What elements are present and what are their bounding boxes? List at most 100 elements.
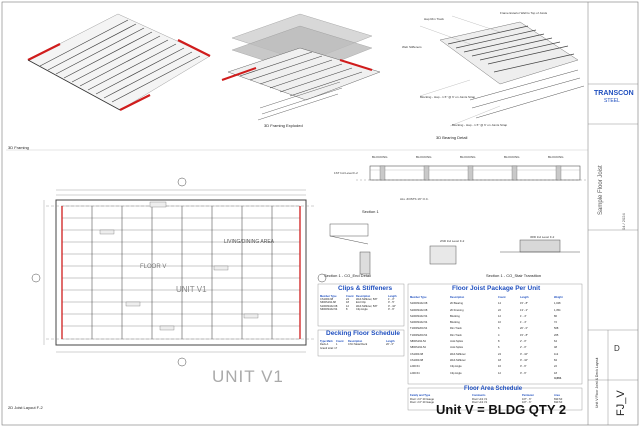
table-cell: Clip Angle xyxy=(450,365,462,369)
table-cell: CS1000-68 xyxy=(410,352,424,356)
view-caption-bearing: 3D Bearing Detail xyxy=(436,135,468,140)
section-level-b: 2ND Ind Level F-2 xyxy=(440,239,465,243)
table-cell: CS1000-68 xyxy=(410,358,424,362)
revision-mark: D xyxy=(614,344,620,353)
table-cell: 265 xyxy=(554,333,559,337)
table-cell: 690 SF xyxy=(554,401,563,405)
section-blocking-tag: BLOCKING xyxy=(416,155,432,159)
framing-3d-view xyxy=(27,13,211,111)
table-cell: 22 xyxy=(554,365,557,369)
table-cell: 2D Bearing xyxy=(450,302,463,306)
table-cell: 6 xyxy=(498,327,500,331)
title-block-frame xyxy=(588,83,638,425)
table-cell: S800S162-54 xyxy=(410,346,426,350)
table-cell: 2D Framing xyxy=(450,308,464,312)
table-cell: Joist Splice xyxy=(450,346,464,350)
table-cell: Floor Unit V1 xyxy=(472,397,488,401)
table-cell: T1000S200-54 xyxy=(410,333,428,337)
table-cell: 1' - 4" xyxy=(520,321,527,325)
table-cell: 1,354 xyxy=(554,308,561,312)
table-cell: 12 xyxy=(498,371,501,375)
column-header: Description xyxy=(450,296,465,299)
table-cell: Floor: 2.0" 20 Gauge xyxy=(410,401,434,405)
table-cell: S6000S162-54 xyxy=(320,307,338,311)
floor-plan xyxy=(31,177,327,367)
bearing-detail-view xyxy=(419,15,585,127)
table-cell: Floor Unit V1 xyxy=(472,401,488,405)
column-header: Member Type xyxy=(320,295,337,298)
table-cell: 6 xyxy=(498,346,500,350)
table-cell: 1' - 0" xyxy=(388,298,395,302)
view-caption-exploded: 3D Framing Exploded xyxy=(264,123,303,128)
table-cell: 10 xyxy=(498,321,501,325)
joist-table: Member Type Description Count Length Wei… xyxy=(410,295,580,377)
table-cell: 18 xyxy=(346,301,349,305)
building-quantity-note: Unit V = BLDG QTY 2 xyxy=(436,402,567,417)
callout-web-stiffeners: Web Stiffeners xyxy=(402,45,422,49)
table-cell: 20' - 0" xyxy=(386,343,395,347)
table-cell: 0.6C Metal Deck xyxy=(348,343,368,347)
table-cell: Web Stiffener, 5/8" xyxy=(356,304,378,308)
column-header: Count xyxy=(336,340,344,343)
column-header: Description xyxy=(356,295,371,298)
table-cell: S800S162-54 xyxy=(410,340,426,344)
table-cell: CS1000-68 xyxy=(320,298,334,302)
project-date: 04 / 2024 xyxy=(621,213,626,230)
clips-table-header: Member Type Count Description Length xyxy=(320,295,402,298)
table-cell: T1000S200-54 xyxy=(410,327,428,331)
table-cell: 22 xyxy=(498,308,501,312)
view-caption-section-b: Section 1 - CO_End Detail xyxy=(324,273,371,278)
table-cell: 1' - 4" xyxy=(520,314,527,318)
table-cell: 14 xyxy=(498,302,501,306)
section-blocking-tag: BLOCKING xyxy=(504,155,520,159)
table-cell: L200-54 xyxy=(410,371,420,375)
room-label-living: LIVING/DINING AREA xyxy=(224,239,275,245)
table-cell: S1000S162-54 xyxy=(410,321,428,325)
table-cell: Web Stiffener xyxy=(450,352,466,356)
table-cell: S1000S162-54 xyxy=(410,314,428,318)
room-label-unit: UNIT V1 xyxy=(176,285,207,294)
callout-blocking-a: Blocking - Hap - 1.5" @ 6' on Joints Str… xyxy=(420,95,476,99)
area-table-title: Floor Area Schedule xyxy=(464,386,523,392)
schedule-frames xyxy=(317,283,583,411)
section-blocking-tag: BLOCKING xyxy=(372,155,388,159)
column-header: Length xyxy=(386,340,395,343)
table-cell: 0' - 5" xyxy=(388,301,395,305)
table-cell: Web Stiffener, 5/8" xyxy=(356,298,378,302)
section-view xyxy=(356,165,588,181)
section-blocking-tag: BLOCKING xyxy=(460,155,476,159)
table-cell: 24 xyxy=(498,352,501,356)
section-joist-note: ALL JOISTS 16" O.C. xyxy=(400,197,429,201)
view-caption-section-c: Section 1 - CO_Stair Transition xyxy=(486,273,542,278)
table-cell: Blocking xyxy=(450,314,460,318)
column-header: Area xyxy=(554,394,560,397)
table-cell: S1000S162-68 xyxy=(410,308,428,312)
sheet-number: FJ_V xyxy=(615,390,627,416)
table-cell: 16 xyxy=(498,365,501,369)
table-cell: 15' - 8" xyxy=(520,302,529,306)
table-cell: 1 xyxy=(336,343,338,347)
table-cell: 4 xyxy=(498,333,500,337)
table-cell: 112 xyxy=(554,352,559,356)
clips-table: Member Type Count Description Length CS1… xyxy=(320,295,402,311)
table-cell: Clip Angle xyxy=(356,307,368,311)
table-cell: 8 xyxy=(346,307,348,311)
section-blocking-tag: BLOCKING xyxy=(548,155,564,159)
table-cell: Rim Track xyxy=(450,327,462,331)
column-header: Count xyxy=(346,295,354,298)
column-header: Perimeter xyxy=(522,394,534,397)
table-cell: 0' - 10" xyxy=(520,358,529,362)
table-cell: 107' - 6" xyxy=(522,401,532,405)
table-cell: Rim Track xyxy=(450,333,462,337)
column-header: Family and Type xyxy=(410,394,431,397)
